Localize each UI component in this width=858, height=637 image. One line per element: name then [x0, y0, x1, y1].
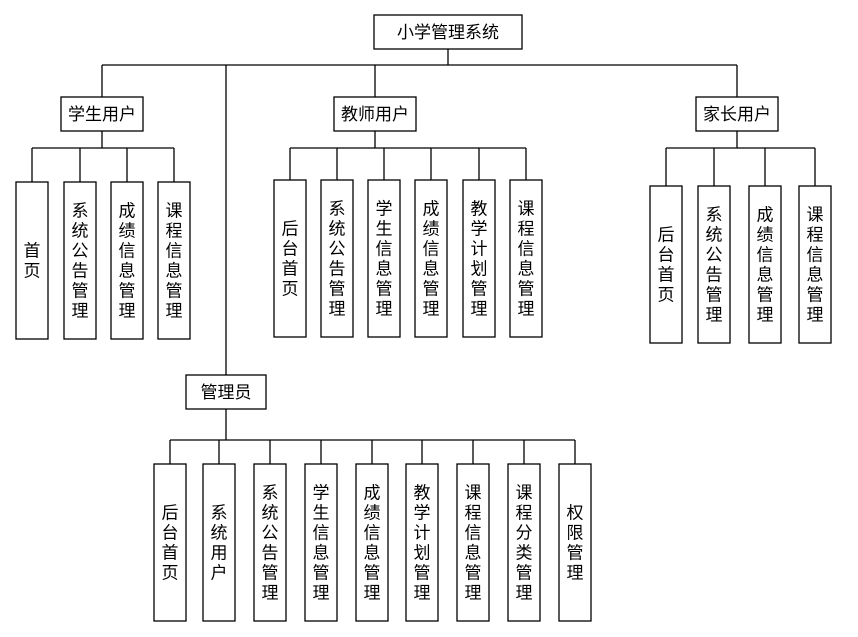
leaf-node-admin: 课程分类管理 [507, 463, 541, 622]
group-node-teacher: 教师用户 [333, 96, 417, 132]
leaf-label: 学生信息管理 [313, 484, 330, 604]
leaf-box [462, 179, 496, 338]
leaf-box [304, 463, 338, 622]
connector-lines [31, 49, 816, 464]
leaf-label: 课程信息管理 [518, 200, 535, 320]
leaf-node-admin: 后台首页 [153, 463, 187, 622]
leaf-nodes: 首页系统公告管理成绩信息管理课程信息管理后台首页系统公告管理学生信息管理成绩信息… [15, 179, 832, 622]
leaf-node-teacher: 课程信息管理 [509, 179, 543, 338]
leaf-node-student: 首页 [15, 181, 49, 340]
leaf-label: 系统公告管理 [72, 202, 89, 322]
leaf-box [405, 463, 439, 622]
leaf-label: 教学计划管理 [414, 484, 431, 604]
leaf-box [507, 463, 541, 622]
leaf-node-teacher: 后台首页 [273, 179, 307, 338]
leaf-label: 系统公告管理 [329, 200, 346, 320]
leaf-box [367, 179, 401, 338]
leaf-label: 成绩信息管理 [757, 206, 774, 326]
leaf-box [798, 185, 832, 344]
group-node-admin: 管理员 [185, 374, 267, 410]
leaf-label: 成绩信息管理 [423, 200, 440, 320]
leaf-box [558, 463, 592, 622]
leaf-node-student: 课程信息管理 [157, 181, 191, 340]
leaf-label: 课程信息管理 [465, 484, 482, 604]
leaf-label: 后台首页 [282, 220, 299, 300]
leaf-node-parent: 系统公告管理 [697, 185, 731, 344]
root-node: 小学管理系统 [373, 14, 523, 50]
leaf-box [748, 185, 782, 344]
leaf-box [15, 181, 49, 340]
leaf-node-parent: 成绩信息管理 [748, 185, 782, 344]
leaf-label: 课程信息管理 [166, 202, 183, 322]
leaf-box [63, 181, 97, 340]
leaf-node-student: 成绩信息管理 [110, 181, 144, 340]
leaf-label: 权限管理 [567, 504, 584, 584]
group-node-parent: 家长用户 [695, 96, 779, 132]
group-node-student: 学生用户 [60, 96, 144, 132]
leaf-box [110, 181, 144, 340]
group-label-admin: 管理员 [201, 383, 252, 403]
leaf-node-admin: 课程信息管理 [456, 463, 490, 622]
leaf-box [697, 185, 731, 344]
leaf-node-teacher: 系统公告管理 [320, 179, 354, 338]
leaf-node-teacher: 学生信息管理 [367, 179, 401, 338]
leaf-label: 学生信息管理 [376, 200, 393, 320]
group-label-parent: 家长用户 [703, 105, 771, 125]
leaf-node-teacher: 成绩信息管理 [414, 179, 448, 338]
group-label-teacher: 教师用户 [341, 105, 409, 125]
leaf-label: 成绩信息管理 [119, 202, 136, 322]
leaf-label: 后台首页 [162, 504, 179, 584]
leaf-label: 系统公告管理 [706, 206, 723, 326]
leaf-node-student: 系统公告管理 [63, 181, 97, 340]
leaf-label: 教学计划管理 [471, 200, 488, 320]
leaf-node-teacher: 教学计划管理 [462, 179, 496, 338]
leaf-node-parent: 课程信息管理 [798, 185, 832, 344]
leaf-label: 后台首页 [658, 226, 675, 306]
leaf-box [649, 185, 683, 344]
leaf-node-admin: 成绩信息管理 [355, 463, 389, 622]
group-label-student: 学生用户 [68, 105, 136, 125]
leaf-box [202, 463, 236, 622]
leaf-label: 系统用户 [211, 504, 228, 584]
leaf-label: 系统公告管理 [262, 484, 279, 604]
root-label: 小学管理系统 [397, 23, 499, 43]
leaf-box [153, 463, 187, 622]
leaf-box [320, 179, 354, 338]
leaf-box [414, 179, 448, 338]
leaf-box [509, 179, 543, 338]
leaf-node-admin: 系统公告管理 [253, 463, 287, 622]
leaf-box [157, 181, 191, 340]
leaf-node-admin: 权限管理 [558, 463, 592, 622]
leaf-label: 成绩信息管理 [364, 484, 381, 604]
leaf-label: 课程分类管理 [516, 484, 533, 604]
leaf-node-admin: 系统用户 [202, 463, 236, 622]
leaf-node-parent: 后台首页 [649, 185, 683, 344]
leaf-box [355, 463, 389, 622]
leaf-label: 首页 [24, 242, 41, 282]
leaf-label: 课程信息管理 [807, 206, 824, 326]
leaf-box [253, 463, 287, 622]
leaf-box [273, 179, 307, 338]
leaf-node-admin: 学生信息管理 [304, 463, 338, 622]
leaf-node-admin: 教学计划管理 [405, 463, 439, 622]
leaf-box [456, 463, 490, 622]
